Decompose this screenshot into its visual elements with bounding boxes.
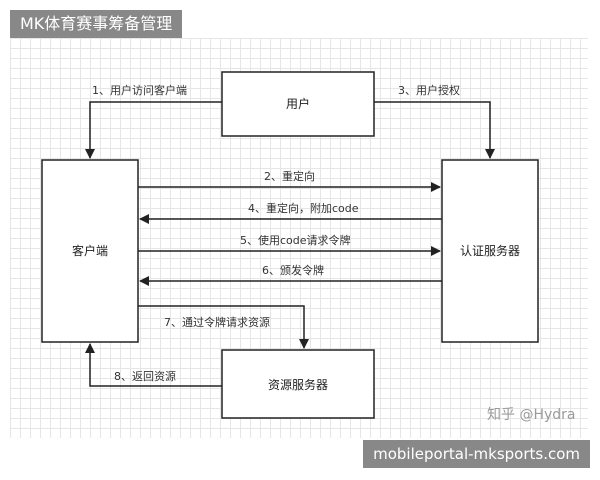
edge-1-label: 1、用户访问客户端 [92,83,187,97]
auth-server-label: 认证服务器 [460,243,520,258]
edge-7-arrow [138,305,309,349]
edge-8-arrow [85,343,222,387]
user-box [221,71,375,137]
resource-server-box [221,349,375,419]
edge-7-label: 7、通过令牌请求资源 [164,315,270,329]
page-title: MK体育赛事筹备管理 [10,10,183,38]
client-label: 客户端 [72,243,108,258]
site-url-banner: mobileportal-mksports.com [363,440,590,468]
edge-4-label: 4、重定向，附加code [248,201,359,215]
resource-server-label: 资源服务器 [268,377,328,392]
edge-2-label: 2、重定向 [264,169,315,183]
edge-3-label: 3、用户授权 [398,83,460,97]
auth-server-box [441,159,539,343]
edge-8-label: 8、返回资源 [114,369,176,383]
edge-1-arrow [85,101,222,159]
edge-5-label: 5、使用code请求令牌 [240,233,351,247]
edge-6-label: 6、颁发令牌 [262,263,324,277]
edge-3-arrow [374,101,495,159]
user-label: 用户 [286,96,310,111]
watermark: 知乎 @Hydra [487,407,576,423]
